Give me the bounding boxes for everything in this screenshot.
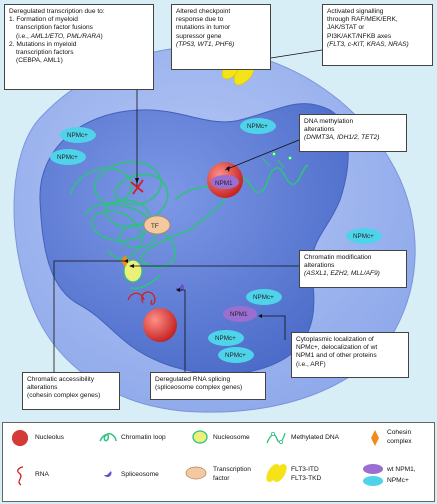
methylated-dna-marks bbox=[261, 151, 293, 169]
text-line: (spliceosome complex genes) bbox=[155, 384, 243, 392]
text-line: 2. Mutations in myeloid bbox=[9, 40, 77, 48]
text-line: 1. Formation of myeloid bbox=[9, 16, 78, 24]
text-line: JAK/STAT or bbox=[327, 24, 365, 32]
text-line: mutations in tumor bbox=[176, 24, 231, 32]
text-frag: (i.e., bbox=[16, 32, 31, 40]
flt3-icon bbox=[266, 463, 287, 483]
text-line: Cytoplasmic localization of bbox=[296, 336, 374, 343]
legend-nucleolus: Nucleolus bbox=[35, 434, 64, 441]
text-line: (cohesin complex genes) bbox=[27, 392, 101, 400]
npmc-ovals bbox=[50, 118, 382, 363]
chromatin-loop-icon bbox=[99, 432, 117, 442]
spliceosome-icon bbox=[104, 471, 112, 478]
npmc-label-4: NPMc+ bbox=[353, 233, 374, 240]
text-line: Altered checkpoint bbox=[176, 8, 231, 15]
npm1-icon bbox=[363, 464, 383, 486]
text-line: through RAF/MEK/ERK, bbox=[327, 16, 398, 24]
text-line: DNA methylation bbox=[304, 118, 354, 125]
legend-tf-2: factor bbox=[213, 475, 230, 482]
box-rna-splicing: Deregulated RNA splicing (spliceosome co… bbox=[150, 372, 266, 400]
text-line: (i.e., ARF) bbox=[296, 360, 326, 368]
npmc-label-7: NPMc+ bbox=[225, 352, 246, 359]
npmc-label-3: NPMc+ bbox=[247, 123, 268, 130]
text-line: (i.e., AML1/ETO, PML/RARA) bbox=[9, 33, 149, 41]
legend-flt3-2: FLT3-TKD bbox=[291, 475, 322, 482]
transcription-factor: TF bbox=[143, 215, 171, 235]
box-checkpoint: Altered checkpoint response due to mutat… bbox=[171, 4, 271, 70]
npmc-label-2: NPMc+ bbox=[57, 154, 78, 161]
box-deregulated-transcription: Deregulated transcription due to: 1. For… bbox=[4, 4, 154, 90]
methylated-dna-icon bbox=[266, 432, 286, 444]
text-line: alterations bbox=[27, 384, 58, 392]
legend-npm-1: wt NPM1, bbox=[387, 466, 416, 473]
text-line: PI3K/AKT/NFKB axes bbox=[327, 32, 392, 40]
text-line: (FLT3, c-KIT, KRAS, NRAS) bbox=[327, 40, 409, 48]
text-line: (DNMT3A, IDH1/2, TET2) bbox=[304, 134, 380, 142]
text-frag: AML1/ETO, PML/RARA bbox=[30, 32, 101, 40]
nucleolus-icon bbox=[12, 430, 28, 446]
legend-cohesin-2: complex bbox=[387, 438, 412, 445]
text-line: Chromatin modification bbox=[304, 254, 372, 261]
text-line: supressor gene bbox=[176, 32, 222, 40]
text-line: Deregulated RNA splicing bbox=[155, 376, 231, 383]
text-line: response due to bbox=[176, 16, 224, 24]
box-dna-methylation: DNA methylation alterations (DNMT3A, IDH… bbox=[299, 114, 407, 152]
text-line: NPMc+, delocalization of wt bbox=[296, 344, 378, 352]
rna-icon bbox=[17, 466, 24, 486]
box-chromatin-modification: Chromatin modification alterations (ASXL… bbox=[299, 250, 407, 288]
legend-rna: RNA bbox=[35, 471, 49, 478]
npmc-label-1: NPMc+ bbox=[67, 132, 88, 139]
text-line: Activated signalling bbox=[327, 8, 384, 15]
legend: Nucleolus Chromatin loop Nucleosome Meth… bbox=[2, 422, 435, 502]
legend-npm-2: NPMc+ bbox=[387, 477, 409, 484]
npmc-label-5: NPMc+ bbox=[253, 294, 274, 301]
legend-spliceosome: Spliceosome bbox=[121, 471, 159, 478]
text-line: (TP53, WT1, PHF6) bbox=[176, 40, 235, 48]
legend-tf-1: Transcription bbox=[213, 466, 251, 473]
tf-label: TF bbox=[151, 223, 159, 230]
text-line: alterations bbox=[304, 262, 335, 270]
box-cytoplasmic-localization: Cytoplasmic localization of NPMc+, deloc… bbox=[291, 332, 409, 378]
text-line: Chromatic accessibility bbox=[27, 376, 95, 383]
npmc-label-6: NPMc+ bbox=[215, 335, 236, 342]
box-chromatic-accessibility: Chromatic accessibility alterations (coh… bbox=[22, 372, 120, 410]
text-line: transcription factor fusions bbox=[16, 24, 93, 32]
cohesin-icon bbox=[371, 430, 379, 446]
npm1-cyto-label: NPM1 bbox=[230, 311, 248, 318]
text-frag: ) bbox=[100, 32, 103, 40]
text-line: (ASXL1, EZH2, MLL/AF9) bbox=[304, 270, 380, 278]
npm1-nucleus-label: NPM1 bbox=[215, 180, 233, 187]
text-line: (CEBPA, AML1) bbox=[16, 57, 63, 65]
text-line: transcription factors bbox=[16, 49, 74, 57]
nucleolus-lower bbox=[143, 308, 177, 342]
text-line: alterations bbox=[304, 126, 335, 134]
legend-nucleosome: Nucleosome bbox=[213, 434, 250, 441]
text-line: NPM1 and of other proteins bbox=[296, 352, 377, 360]
legend-methylated-dna: Methylated DNA bbox=[291, 434, 340, 441]
nucleosome bbox=[123, 259, 143, 283]
wt-npm1-oval bbox=[223, 306, 257, 322]
nucleosome-icon bbox=[192, 430, 208, 444]
legend-flt3-1: FLT3-ITD bbox=[291, 466, 319, 473]
box-signalling: Activated signalling through RAF/MEK/ERK… bbox=[322, 4, 433, 66]
legend-cohesin-1: Cohesin bbox=[387, 429, 412, 436]
text-line: Deregulated transcription due to: bbox=[9, 8, 105, 15]
legend-chromatin-loop: Chromatin loop bbox=[121, 434, 166, 441]
checkpoint-x-marker bbox=[130, 179, 144, 195]
rna-strand-2 bbox=[127, 292, 145, 301]
transcription-factor-icon bbox=[185, 466, 207, 480]
